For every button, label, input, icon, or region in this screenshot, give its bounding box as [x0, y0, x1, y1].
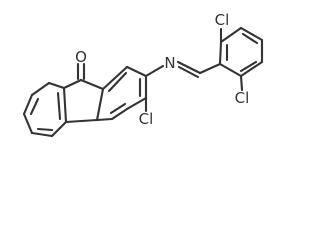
bond: [22, 93, 34, 116]
bond: [109, 102, 127, 115]
fluorene-left-ring: [22, 81, 68, 138]
imine-bond: [176, 60, 202, 75]
bond: [95, 117, 114, 122]
bond: [36, 127, 54, 132]
fluorene-central-ring: [62, 62, 105, 124]
bond: [62, 86, 68, 124]
bond: [219, 26, 243, 44]
chlorine-atom-label: Cl: [235, 89, 250, 107]
c-n-bond: [144, 64, 165, 78]
dichlorophenyl-ring: [218, 26, 264, 78]
bond: [198, 62, 222, 75]
nitrogen-atom-label: N: [164, 54, 175, 72]
bond: [125, 65, 148, 78]
chemical-structure-diagram: O N Cl Cl Cl: [22, 11, 264, 138]
imine-bond: [177, 65, 200, 79]
bond: [79, 78, 105, 91]
bond: [62, 78, 83, 90]
c-cl-bond: [239, 74, 244, 92]
bond: [218, 62, 243, 78]
bond: [241, 32, 259, 45]
bond: [239, 60, 264, 78]
bond: [110, 107, 129, 121]
bond: [56, 91, 62, 121]
bond: [125, 96, 148, 111]
bond: [101, 65, 129, 91]
bond: [30, 81, 51, 97]
bond: [22, 112, 34, 135]
fluorene-right-ring: [95, 65, 148, 122]
bond: [50, 120, 68, 138]
bond: [239, 60, 258, 73]
bond: [107, 71, 128, 93]
bond: [30, 131, 54, 138]
bond: [218, 40, 223, 66]
bond: [47, 81, 66, 90]
bond: [64, 118, 99, 124]
chlorine-atom-label: Cl: [215, 11, 230, 29]
bond: [239, 26, 264, 42]
bond: [95, 87, 105, 122]
bond: [29, 97, 40, 116]
oxygen-atom-label: O: [75, 48, 87, 66]
chlorine-atom-label: Cl: [139, 110, 154, 128]
